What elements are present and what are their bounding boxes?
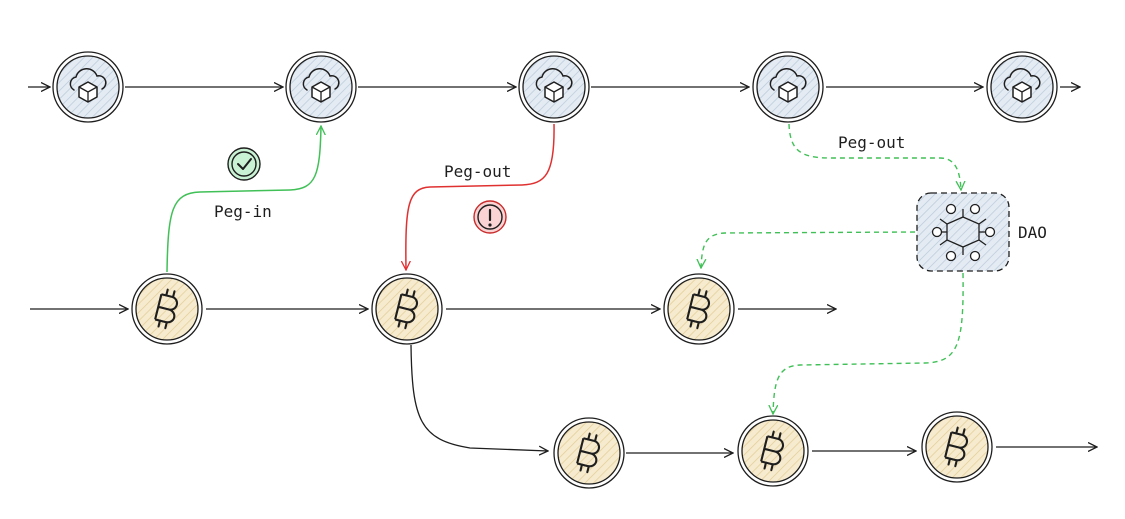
check-circle-icon: [227, 147, 261, 181]
rootstock-block-node: [285, 51, 357, 123]
dao-label: DAO: [1018, 223, 1047, 242]
dao-to-fork-arrow: [773, 272, 964, 414]
rootstock-block-node: [986, 51, 1058, 123]
peg-in-arrow: [166, 126, 321, 273]
peg-out-dao-arrow: [788, 123, 961, 190]
rootstock-block-node: [752, 51, 824, 123]
peg-out-green-label: Peg-out: [838, 133, 905, 152]
rootstock-block-node: [518, 51, 590, 123]
peg-out-red-label: Peg-out: [444, 162, 511, 181]
dao-to-bitcoin-arrow: [701, 231, 916, 268]
exclamation-circle-icon: [473, 200, 507, 234]
dao-node: [916, 192, 1010, 272]
peg-out-failed-arrow: [406, 123, 555, 270]
bitcoin-block-node: [552, 416, 626, 490]
bitcoin-block-node: [130, 272, 204, 346]
peg-in-label: Peg-in: [214, 202, 272, 221]
bitcoin-fork-chain: [410, 344, 1097, 453]
rootstock-block-node: [52, 51, 124, 123]
bitcoin-block-node: [370, 272, 444, 346]
bitcoin-block-node: [662, 272, 736, 346]
hexagon-network-icon: [931, 203, 996, 262]
bitcoin-block-node: [920, 410, 994, 484]
bitcoin-block-node: [736, 414, 810, 488]
